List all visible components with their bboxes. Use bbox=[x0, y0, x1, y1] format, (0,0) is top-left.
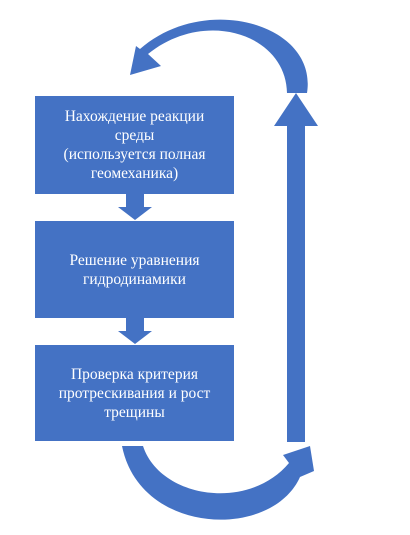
process-box-2-bg bbox=[35, 221, 234, 318]
process-box-3-bg bbox=[35, 345, 234, 441]
arrow-loop-right bbox=[274, 93, 318, 442]
arrow-step1-to-step2 bbox=[118, 194, 152, 220]
step-2-label: Решение уравнения гидродинамики bbox=[69, 251, 200, 288]
step-1-label: Нахождение реакции среды (используется п… bbox=[63, 108, 206, 182]
arrow-loop-top bbox=[130, 19, 308, 93]
step-3-label: Проверка критерия протрескивания и рост … bbox=[58, 365, 211, 421]
arrow-loop-bottom bbox=[122, 446, 314, 520]
process-box-1-bg bbox=[35, 96, 234, 194]
arrow-step2-to-step3 bbox=[118, 318, 152, 344]
